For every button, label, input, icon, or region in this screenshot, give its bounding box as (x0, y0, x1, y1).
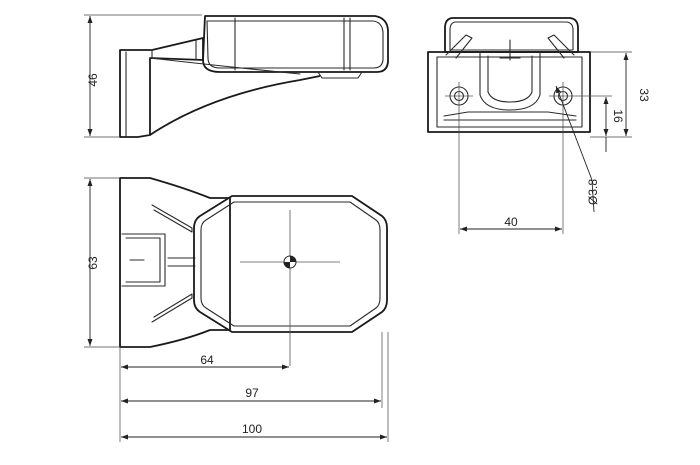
top-view: 63 64 97 100 (84, 177, 389, 442)
side-bracket (119, 37, 204, 138)
dim-hole-offset: 16 (611, 109, 625, 123)
dim-side-height: 46 (86, 73, 100, 87)
dim-body-length: 97 (245, 386, 259, 400)
dim-top-width: 63 (86, 256, 100, 270)
dim-front-height: 33 (637, 88, 651, 102)
front-view: 33 16 40 Ø3.8 (427, 17, 651, 234)
side-view: 46 (84, 14, 389, 138)
top-lamp-head (193, 195, 388, 333)
top-bracket (119, 177, 231, 348)
front-base-plate (427, 51, 591, 133)
dim-center-length: 64 (200, 353, 214, 367)
dim-overall-length: 100 (242, 422, 262, 436)
dim-hole-spacing: 40 (504, 215, 518, 229)
dim-hole-diameter: Ø3.8 (586, 179, 600, 205)
side-lamp-head (202, 15, 389, 73)
